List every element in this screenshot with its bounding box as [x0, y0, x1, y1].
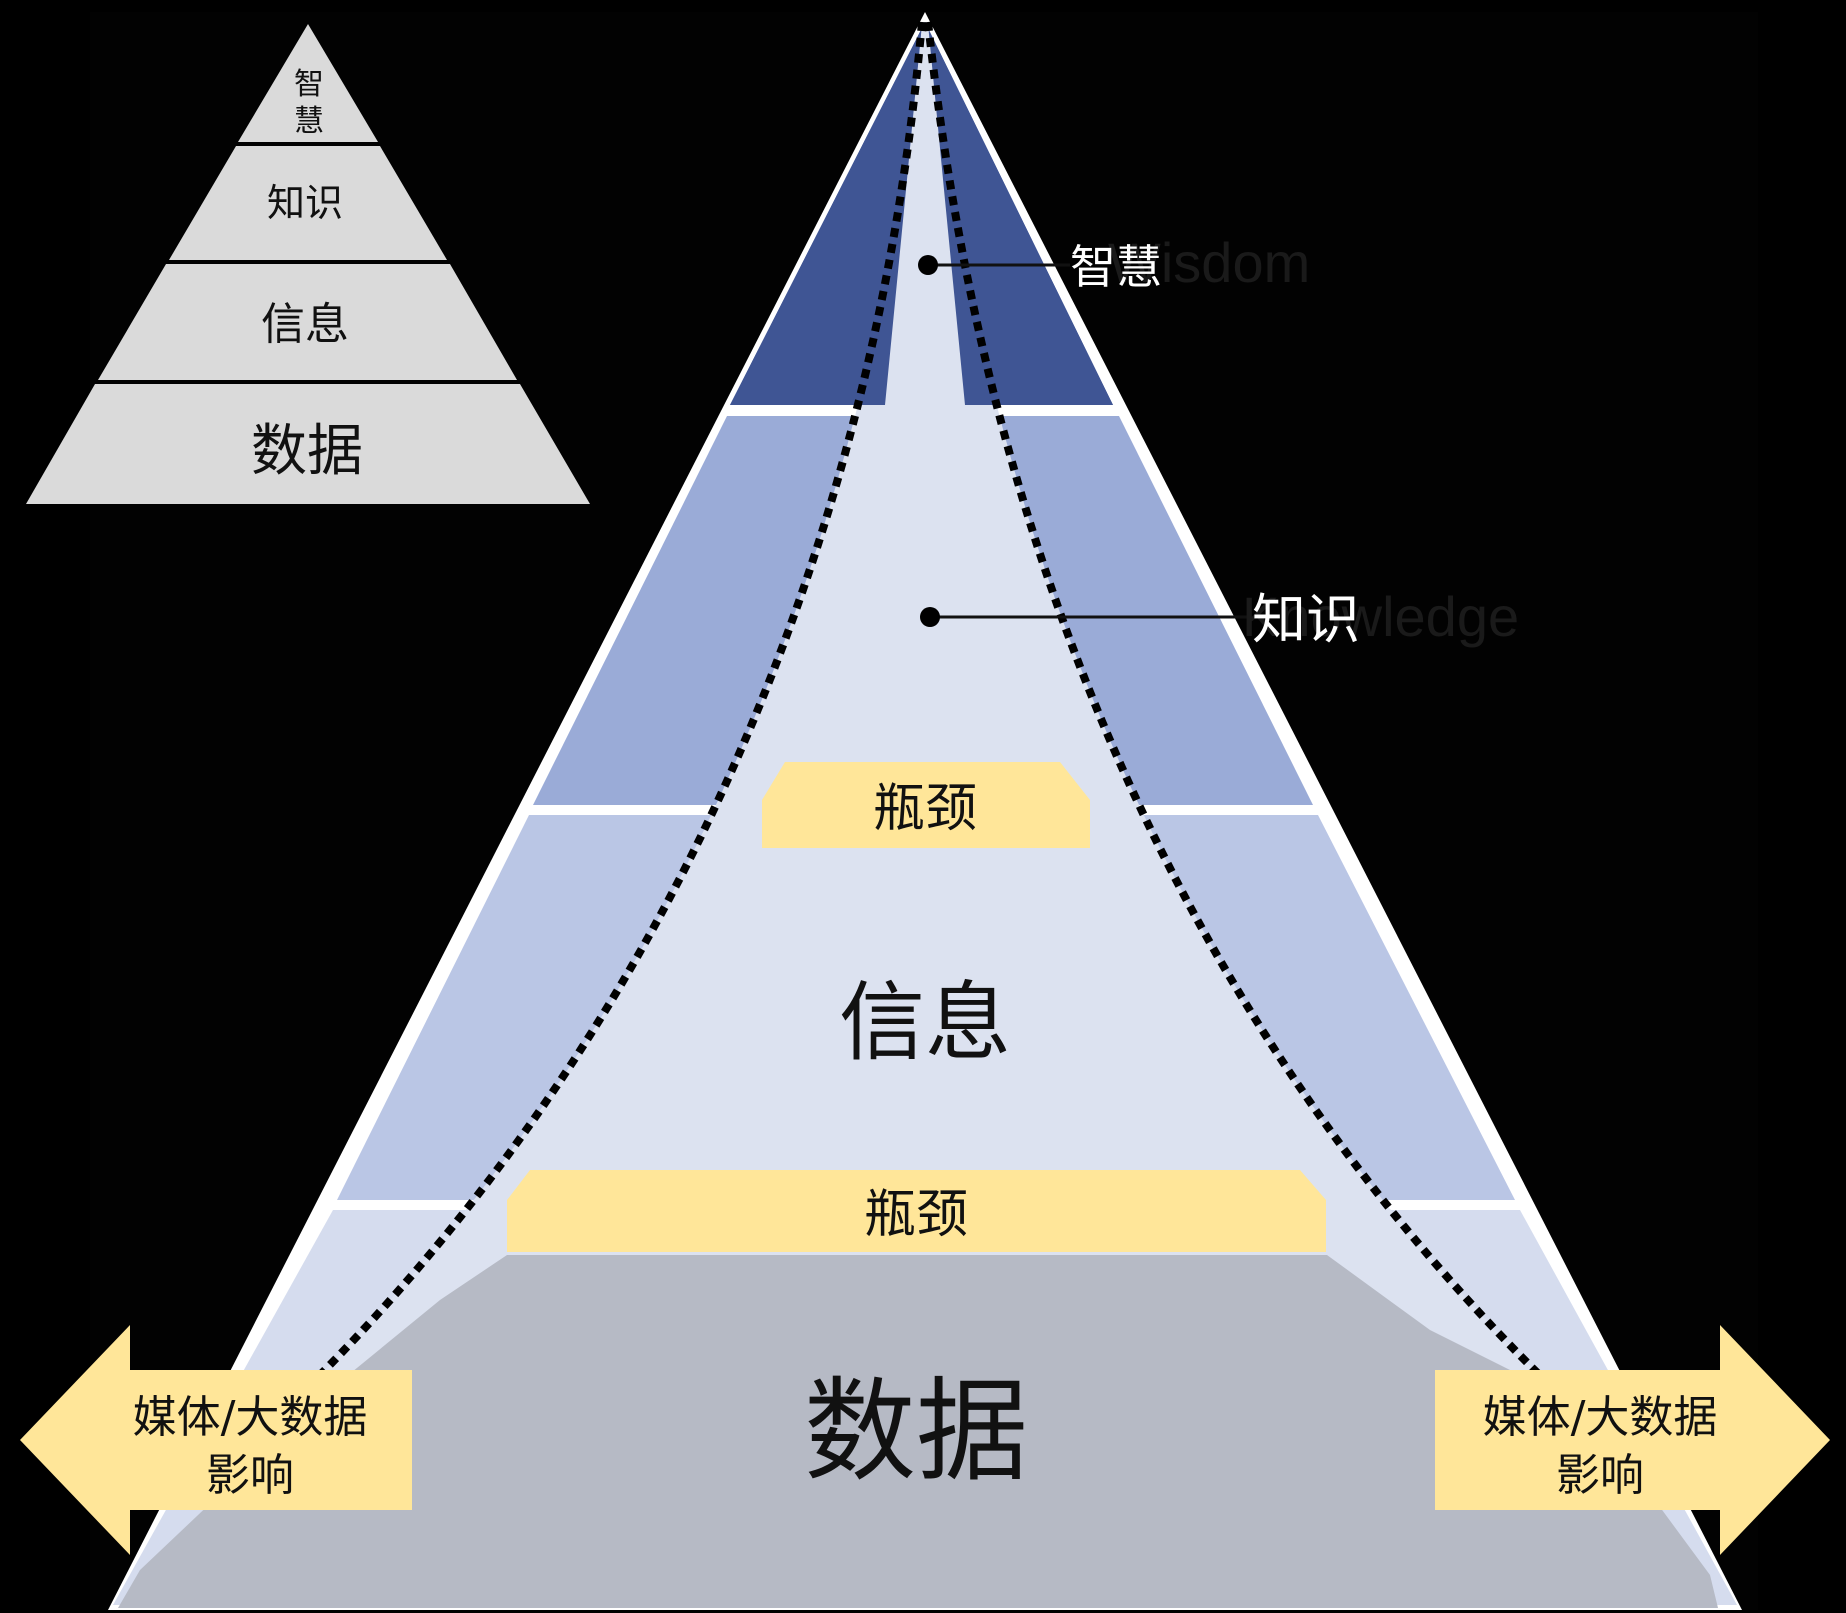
mini-label-wisdom-char1: 智: [294, 67, 324, 102]
arrow-right-shape: [1435, 1325, 1830, 1555]
label-information: 信息: [839, 973, 1011, 1073]
arrow-left-shape: [20, 1325, 412, 1555]
mini-label-information: 信息: [261, 299, 349, 350]
wisdom-ghost-label: Wisdom: [1108, 231, 1310, 294]
knowledge-ghost-label: Knowledge: [1242, 585, 1519, 648]
funnel-area: [300, 22, 1560, 1395]
mini-level-wisdom: [238, 24, 378, 142]
data-base: [118, 1255, 1718, 1608]
mini-level-data: [26, 384, 590, 504]
arrow-left-line2: 影响: [206, 1450, 294, 1501]
mini-level-knowledge: [169, 146, 447, 260]
mini-pyramid: 智 慧 知识 信息 数据: [26, 24, 590, 504]
main-pyramid: 瓶颈 瓶颈 信息 数据 Wisdom 智慧 Knowledge 知识: [108, 12, 1742, 1610]
bottleneck-upper: [762, 762, 1090, 848]
mini-label-wisdom-char2: 慧: [294, 104, 324, 139]
mini-label-knowledge: 知识: [267, 181, 343, 225]
label-data: 数据: [804, 1367, 1028, 1497]
arrow-left-line1: 媒体/大数据: [133, 1392, 368, 1443]
arrow-left: 媒体/大数据 影响: [20, 1325, 412, 1555]
wisdom-pointer-dot: [918, 255, 938, 275]
wisdom-label: 智慧: [1070, 240, 1162, 294]
funnel-boundary-right: [924, 21, 1563, 1398]
knowledge-pointer-dot: [920, 607, 940, 627]
funnel-boundary-left: [297, 21, 926, 1398]
mini-label-data: 数据: [251, 419, 363, 484]
arrow-right: 媒体/大数据 影响: [1435, 1325, 1830, 1555]
arrow-right-line1: 媒体/大数据: [1483, 1392, 1718, 1443]
bottleneck-lower-label: 瓶颈: [864, 1185, 968, 1245]
bottleneck-lower: [507, 1170, 1326, 1252]
mini-level-information: [98, 264, 517, 380]
arrow-right-line2: 影响: [1556, 1450, 1644, 1501]
bottleneck-upper-label: 瓶颈: [873, 779, 977, 839]
knowledge-label: 知识: [1252, 588, 1360, 651]
